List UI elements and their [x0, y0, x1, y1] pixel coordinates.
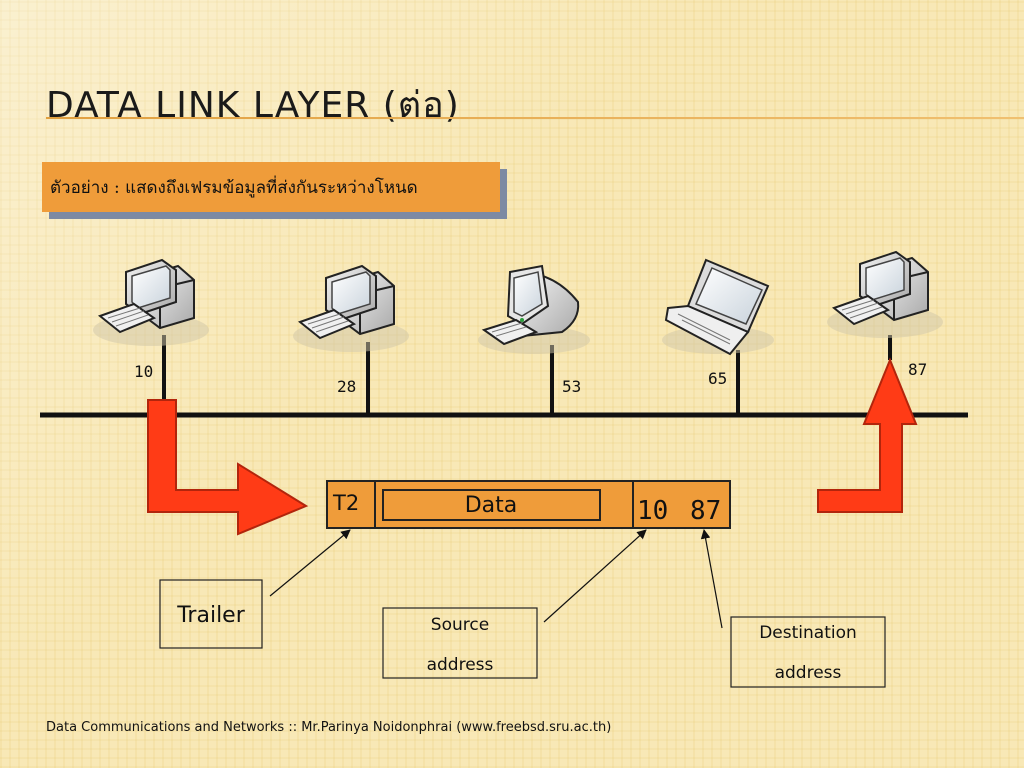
source-callout-line2: address [427, 655, 494, 675]
desktop-computer-icon [826, 251, 944, 339]
trailer-pointer-arrow [269, 529, 351, 597]
example-caption-text: ตัวอย่าง : แสดงถึงเฟรมข้อมูลที่ส่งกันระห… [50, 177, 418, 198]
frame-data-field: Data [465, 493, 518, 518]
frame-destination-field: 87 [690, 496, 721, 526]
slide-footer: Data Communications and Networks :: Mr.P… [46, 720, 612, 735]
node-label-28: 28 [337, 377, 356, 396]
receive-arrow [817, 357, 918, 513]
send-arrow [147, 399, 309, 536]
desktop-computer-icon [92, 259, 210, 347]
laptop-icon [661, 259, 775, 355]
trailer-callout-label: Trailer [176, 603, 245, 628]
node-label-53: 53 [562, 377, 581, 396]
destination-pointer-arrow [700, 529, 723, 629]
imac-monitor-icon [477, 265, 591, 355]
frame-trailer-field: T2 [332, 491, 359, 515]
data-field-box [382, 489, 601, 521]
example-caption-box: ตัวอย่าง : แสดงถึงเฟรมข้อมูลที่ส่งกันระห… [42, 162, 500, 212]
node-label-65: 65 [708, 369, 727, 388]
destination-callout-line2: address [775, 663, 842, 683]
destination-callout-line1: Destination [759, 623, 857, 643]
source-pointer-arrow [543, 529, 647, 623]
node-label-10: 10 [134, 362, 153, 381]
source-callout-box [382, 607, 538, 679]
title-underline [46, 117, 1024, 119]
source-callout-line1: Source [431, 615, 489, 635]
desktop-computer-icon [292, 265, 410, 353]
frame-source-field: 10 [637, 496, 668, 526]
node-label-87: 87 [908, 360, 927, 379]
trailer-callout-box [159, 579, 263, 649]
slide-title: DATA LINK LAYER (ต่อ) [46, 85, 460, 126]
destination-callout-box [730, 616, 886, 688]
